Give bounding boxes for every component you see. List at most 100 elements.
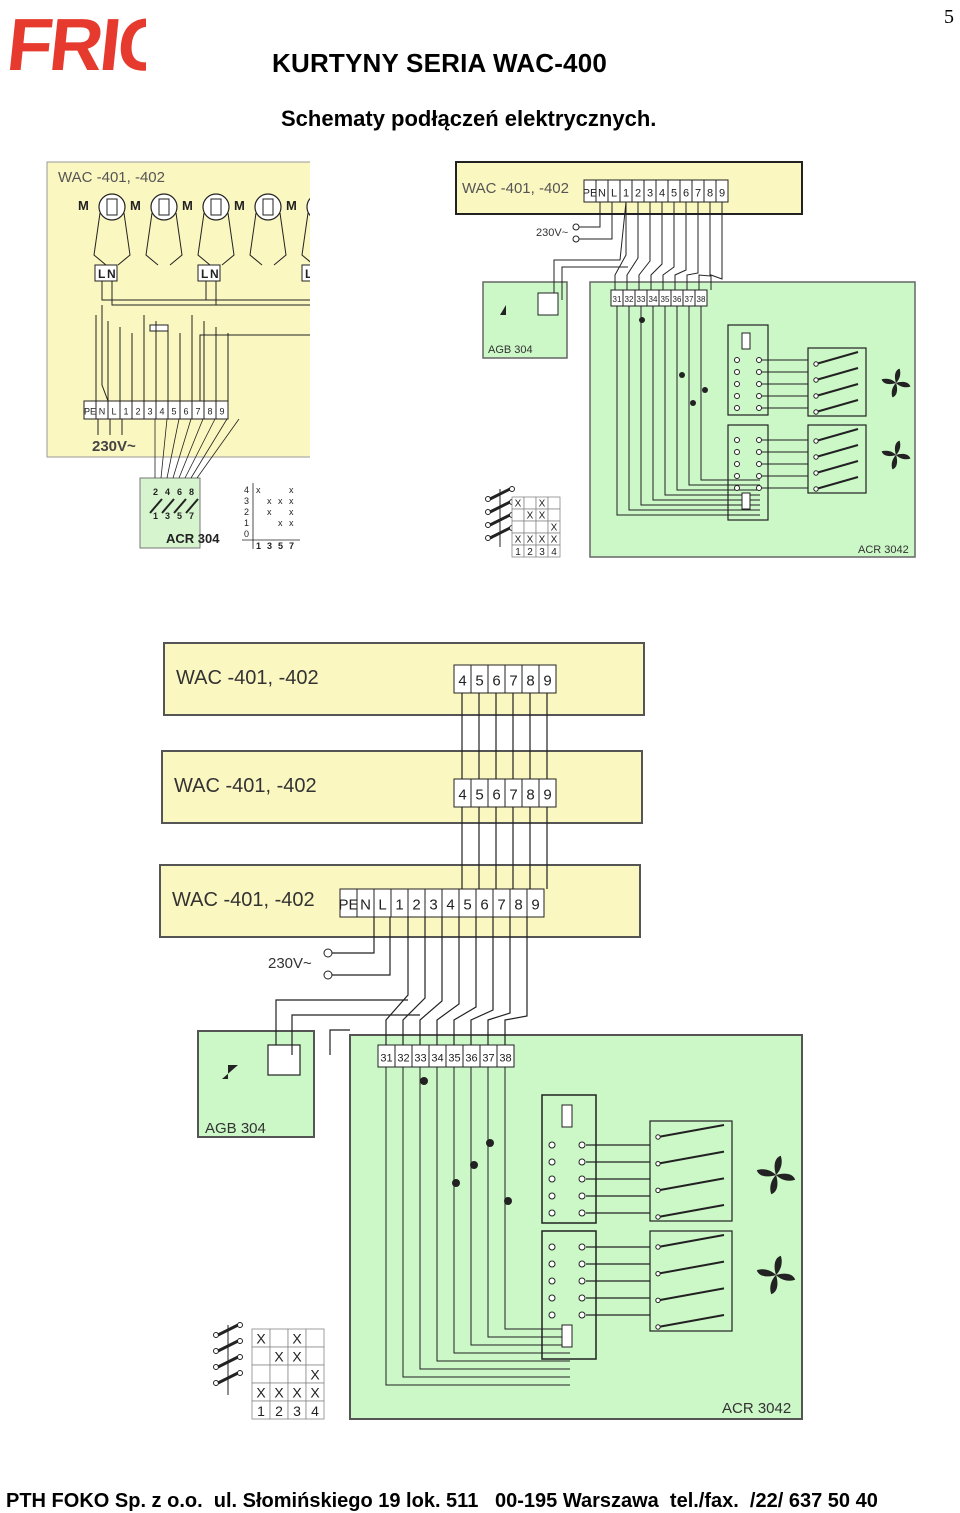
d2-upper-relay-frame: [807, 347, 867, 417]
d2-lower-relay-contact: [815, 444, 859, 458]
d1-terminal-label: PE: [84, 406, 96, 416]
wire: [638, 202, 651, 290]
terminal-ring: [756, 437, 762, 443]
d3-acr-label: ACR 3042: [722, 1400, 791, 1417]
d2-unit-label: WAC -401, -402: [462, 180, 569, 197]
d3-agb-label: AGB 304: [205, 1120, 266, 1137]
d2-upper-relay-pin: [813, 361, 819, 367]
d2-acr-terminal-label: 38: [697, 295, 706, 304]
fan-blade: [894, 440, 901, 455]
d1-motor-label: M: [182, 198, 193, 213]
d2-acr-label: ACR 3042: [858, 544, 909, 556]
d1-motor-label: M: [78, 198, 89, 213]
wire: [676, 306, 760, 491]
diagram-1-motor-wiring: WAC -401, -402MMMMMPTCLNLNLNLPENL1234567…: [46, 161, 310, 551]
fan-blade: [774, 1155, 782, 1175]
d1-motor-lead: [145, 212, 159, 266]
d3-u3-terminal-label: N: [360, 897, 371, 914]
d1-terminal-label: 6: [183, 406, 188, 416]
wire: [199, 334, 310, 401]
terminal-ring: [756, 357, 762, 363]
fan-blade: [891, 455, 898, 470]
fan-blade: [896, 381, 911, 388]
d2-table-cell: [535, 520, 549, 534]
wire: [184, 418, 216, 479]
d1-ln-block: [94, 264, 118, 282]
d2-relay-box: [727, 424, 769, 521]
fan-blade: [756, 1269, 776, 1277]
d1-terminal-label: L: [111, 406, 116, 416]
terminal-ring: [756, 449, 762, 455]
d3-fan-icon: [756, 1255, 796, 1295]
d3-coil: [561, 1324, 573, 1348]
d3-acr-terminal-label: 32: [397, 1052, 409, 1064]
d2-table-mark: X: [551, 523, 558, 534]
d2-acr-terminal-label: 32: [625, 295, 634, 304]
d2-upper-relay-pin: [813, 377, 819, 383]
d3-acr-panel: [349, 1034, 803, 1420]
d2-switch-pin: [485, 496, 491, 502]
d1-acr-contact: [185, 498, 199, 514]
d3-table-mark: X: [256, 1384, 266, 1400]
d1-terminal-label: 4: [159, 406, 164, 416]
d1-unit-label: WAC -401, -402: [58, 169, 165, 186]
d2-table-mark: X: [551, 535, 558, 546]
d3-table-cell: [251, 1346, 271, 1366]
terminal-ring: [578, 1175, 586, 1183]
d3-u3-terminal-label: 5: [463, 897, 471, 914]
d3-switch-pin: [213, 1332, 219, 1338]
d2-table-cell: [547, 496, 561, 510]
d1-terminal-label: 9: [219, 406, 224, 416]
junction-dot: [702, 387, 708, 393]
wire: [172, 418, 192, 479]
d3-lower-relay-contact: [657, 1260, 725, 1275]
d2-table-mark: X: [515, 535, 522, 546]
terminal-ring: [548, 1277, 556, 1285]
d3-agb-contact: [267, 1044, 301, 1076]
d2-lower-relay-contact: [815, 428, 859, 442]
junction-dot: [639, 317, 645, 323]
page-number: 5: [944, 6, 954, 28]
terminal-ring: [578, 1277, 586, 1285]
d3-lower-relay-contact: [657, 1234, 725, 1248]
d1-motor-lead: [273, 212, 287, 266]
d3-unit-label: WAC -401, -402: [172, 889, 315, 911]
terminal-ring: [578, 1158, 586, 1166]
d3-u2-terminal-label: 4: [458, 787, 466, 804]
d3-upper-relay-pin: [655, 1187, 661, 1194]
d3-table-col-label: 4: [311, 1403, 319, 1419]
d2-table-col-label: 2: [527, 547, 533, 558]
d3-u3-terminal-label: L: [378, 897, 386, 914]
d1-table-mark: x: [267, 507, 272, 517]
d2-terminal-label: 9: [719, 187, 725, 199]
d3-agb-thermostat: [222, 1041, 238, 1079]
wire: [553, 201, 627, 293]
d1-ln-label: L: [201, 267, 208, 281]
d1-terminal-label: 3: [147, 406, 152, 416]
d3-table-mark: X: [292, 1330, 302, 1346]
d2-table-cell: [523, 496, 537, 510]
terminal-ring: [734, 393, 740, 399]
wire: [674, 202, 687, 290]
wire: [504, 917, 528, 1045]
d3-table-cell: [269, 1364, 289, 1384]
d1-ln-block: [197, 264, 221, 282]
d3-supply-label: 230V~: [268, 955, 312, 972]
d1-acr-num: 2: [153, 487, 158, 497]
wire: [640, 306, 760, 506]
wire: [616, 306, 760, 516]
d2-table-mark: X: [527, 535, 534, 546]
d2-table-mark: X: [539, 535, 546, 546]
d1-table-row-num: 4: [244, 485, 249, 495]
page-title: KURTYNY SERIA WAC-400: [272, 48, 608, 78]
junction-dot: [452, 1179, 460, 1187]
d2-terminal-label: 5: [671, 187, 677, 199]
d3-table-mark: X: [292, 1348, 302, 1364]
d2-upper-relay-pin: [813, 393, 819, 399]
fan-blade: [881, 378, 896, 385]
fan-blade: [891, 383, 898, 398]
terminal-ring: [756, 485, 762, 491]
d2-upper-relay-contact: [815, 367, 859, 381]
terminal-ring: [572, 223, 580, 231]
junction-dot: [420, 1077, 428, 1085]
